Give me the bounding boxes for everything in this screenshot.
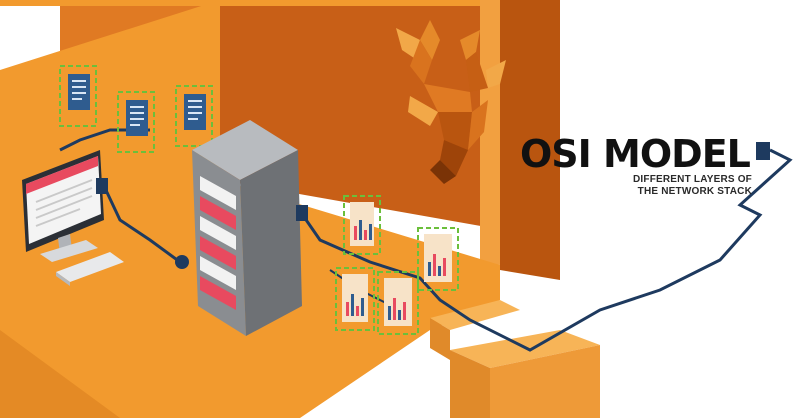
stag-head-icon <box>396 20 506 184</box>
document-icon <box>117 91 155 153</box>
step-lower-side <box>490 345 600 418</box>
step-upper-top <box>430 300 520 330</box>
step-lower-front <box>450 350 490 418</box>
page-subtitle: DIFFERENT LAYERS OF THE NETWORK STACK <box>592 174 752 198</box>
floor-shadow <box>0 330 120 418</box>
document-icon <box>59 65 97 127</box>
network-cable-server-floor <box>300 148 793 352</box>
network-cable-pc-server <box>102 185 181 264</box>
document-icon <box>175 85 213 147</box>
desktop-computer-icon <box>22 150 104 262</box>
keyboard-icon <box>56 252 124 286</box>
network-jack-icon <box>296 205 308 221</box>
subtitle-line: THE NETWORK STACK <box>637 186 752 197</box>
data-sheet-icon <box>377 271 419 335</box>
cable-connector <box>175 255 189 269</box>
title-block: OSI MODEL DIFFERENT LAYERS OF THE NETWOR… <box>520 132 752 197</box>
server-rack-icon <box>192 120 302 336</box>
subtitle-line: DIFFERENT LAYERS OF <box>633 174 752 185</box>
page-title: OSI MODEL <box>520 132 751 176</box>
step-upper-front <box>430 318 450 360</box>
network-jack-icon <box>756 142 770 160</box>
data-sheet-icon <box>417 227 459 291</box>
right-wall <box>500 0 560 280</box>
wall-top-edge <box>0 0 560 6</box>
network-jack-icon <box>96 178 108 194</box>
data-sheet-icon <box>343 195 381 255</box>
data-sheet-icon <box>335 267 375 331</box>
